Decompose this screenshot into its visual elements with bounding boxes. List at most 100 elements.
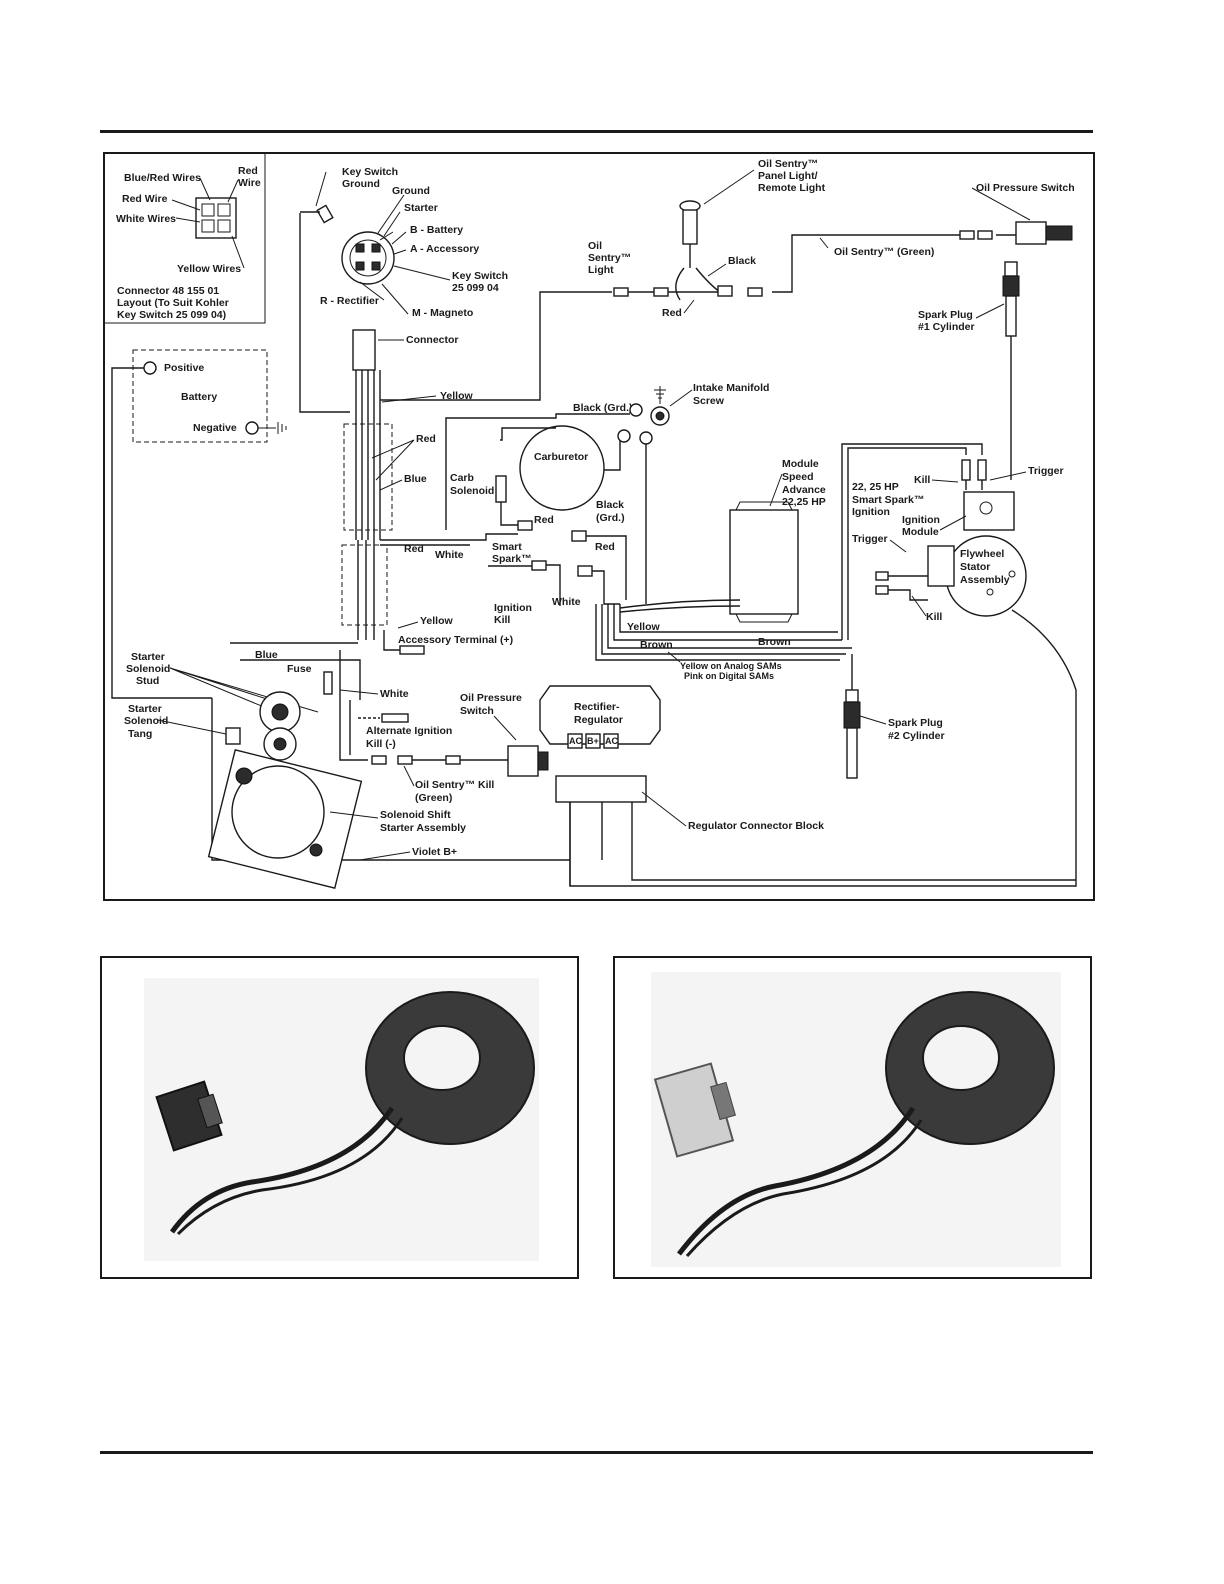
label-m-magneto: M - Magneto	[412, 307, 473, 319]
label-kill-2: Kill	[926, 611, 942, 623]
label-oil-kill-2: (Green)	[415, 792, 452, 804]
starter-solenoid	[225, 691, 301, 761]
oil-sentry-connector-b	[977, 230, 993, 240]
label-ground: Ground	[392, 185, 430, 197]
label-flywheel-2: Stator	[960, 561, 990, 573]
label-analog-note-1: Yellow on Analog SAMs	[680, 661, 782, 671]
label-violet: Violet B+	[412, 846, 457, 858]
oil-kill-connector-a	[371, 755, 387, 765]
label-battery: Battery	[181, 391, 217, 403]
key-switch-ground-terminal	[316, 204, 334, 224]
label-blue-bottom: Blue	[255, 649, 278, 661]
harness-dashed-box-2	[341, 544, 388, 626]
stator-photo-right	[613, 956, 1092, 1279]
solenoid-shift-starter-assembly	[207, 749, 363, 889]
label-smart-3: Ignition	[852, 506, 890, 518]
label-connector-layout-3: Key Switch 25 099 04)	[117, 309, 226, 321]
oil-light-connector-b	[653, 287, 669, 297]
label-smart-spark-2: Spark™	[492, 553, 532, 565]
label-key-switch-2: 25 099 04	[452, 282, 499, 294]
stator-ring-right	[885, 991, 1055, 1145]
label-carb-sol-2: Solenoid	[450, 485, 494, 497]
spark-plug-1	[1002, 261, 1020, 337]
label-ign-module-2: Module	[902, 526, 939, 538]
label-starter-stud-3: Stud	[136, 675, 159, 687]
label-positive: Positive	[164, 362, 204, 374]
label-black-grd2-2: (Grd.)	[596, 512, 625, 524]
trigger-connector	[977, 459, 987, 481]
label-rect-reg-1: Rectifier-	[574, 701, 620, 713]
label-r-rectifier: R - Rectifier	[320, 295, 379, 307]
label-smart-spark-1: Smart	[492, 541, 522, 553]
diagram-frame	[103, 152, 1095, 901]
label-wire-top: Wire	[238, 177, 261, 189]
label-oil-sentry-panel-2: Panel Light/	[758, 170, 818, 182]
oil-kill-connector-b	[397, 755, 413, 765]
ground-ring-2	[617, 429, 631, 443]
label-b-plus: B+	[587, 736, 599, 746]
label-white-left: White	[435, 549, 464, 561]
carb-solenoid	[495, 475, 507, 503]
label-spark-plug-2b: #2 Cylinder	[888, 730, 945, 742]
label-oil-kill-1: Oil Sentry™ Kill	[415, 779, 494, 791]
label-white-wires: White Wires	[116, 213, 176, 225]
oil-light-connector-d	[747, 287, 763, 297]
label-starter-tang-3: Tang	[128, 728, 152, 740]
stator-ring-left	[365, 991, 535, 1145]
battery-dashed-box	[132, 349, 268, 443]
label-smart-2: Smart Spark™	[852, 494, 924, 506]
label-oil-ps-2: Switch	[460, 705, 494, 717]
label-red-harness: Red	[416, 433, 436, 445]
ground-ring-1	[629, 403, 643, 417]
label-kill: Kill	[914, 474, 930, 486]
label-yellow-2: Yellow	[420, 615, 454, 627]
label-connector: Connector	[406, 334, 459, 346]
wiring-diagram: Blue/Red Wires Red Wire Red Wire White W…	[103, 152, 1095, 901]
label-module-1: Module	[782, 458, 819, 470]
label-blue-red-wires: Blue/Red Wires	[124, 172, 201, 184]
label-spark-plug-2a: Spark Plug	[888, 717, 943, 729]
label-trigger: Trigger	[1028, 465, 1064, 477]
label-oil-ps-1: Oil Pressure	[460, 692, 522, 704]
label-brown-2: Brown	[758, 636, 791, 648]
label-yellow-1: Yellow	[440, 390, 474, 402]
label-ac-2: AC	[605, 736, 618, 746]
stator-leads-right	[677, 1106, 916, 1256]
label-brown-1: Brown	[640, 639, 673, 651]
label-oil-sentry-light-2: Sentry™	[588, 252, 631, 264]
label-carb-sol-1: Carb	[450, 472, 474, 484]
kill-connector	[961, 459, 971, 481]
battery-negative-terminal	[245, 421, 259, 435]
regulator-connector-block	[555, 775, 647, 803]
label-flywheel-1: Flywheel	[960, 548, 1004, 560]
label-blue-harness: Blue	[404, 473, 427, 485]
label-ac-1: AC	[569, 736, 582, 746]
carb-red-connector	[517, 520, 533, 531]
label-white-bottom: White	[380, 688, 409, 700]
alt-ign-kill-connector	[381, 713, 409, 723]
label-b-battery: B - Battery	[410, 224, 463, 236]
oil-sentry-panel-light	[679, 200, 701, 245]
label-connector-layout-2: Layout (To Suit Kohler	[117, 297, 229, 309]
stator-photo-left	[100, 956, 579, 1279]
oil-kill-connector-c	[445, 755, 461, 765]
main-connector	[352, 329, 376, 371]
label-starter-tang-1: Starter	[128, 703, 162, 715]
regulator-module-right	[653, 1062, 736, 1158]
label-negative: Negative	[193, 422, 237, 434]
label-oil-sentry-light-1: Oil	[588, 240, 602, 252]
label-fuse: Fuse	[287, 663, 312, 675]
label-analog-note-2: Pink on Digital SAMs	[684, 671, 774, 681]
label-oil-sentry-light-3: Light	[588, 264, 614, 276]
label-oil-sentry-green: Oil Sentry™ (Green)	[834, 246, 934, 258]
label-red-bottom: Red	[662, 307, 682, 319]
label-oil-sentry-panel-1: Oil Sentry™	[758, 158, 818, 170]
label-black: Black	[728, 255, 756, 267]
module-speed-advance	[729, 501, 799, 623]
label-yellow-wires: Yellow Wires	[177, 263, 241, 275]
label-module-3: Advance	[782, 484, 826, 496]
label-solenoid-shift-2: Starter Assembly	[380, 822, 466, 834]
connector-inset-border	[104, 153, 266, 324]
label-accessory-terminal: Accessory Terminal (+)	[398, 634, 513, 646]
fuse	[323, 671, 333, 695]
